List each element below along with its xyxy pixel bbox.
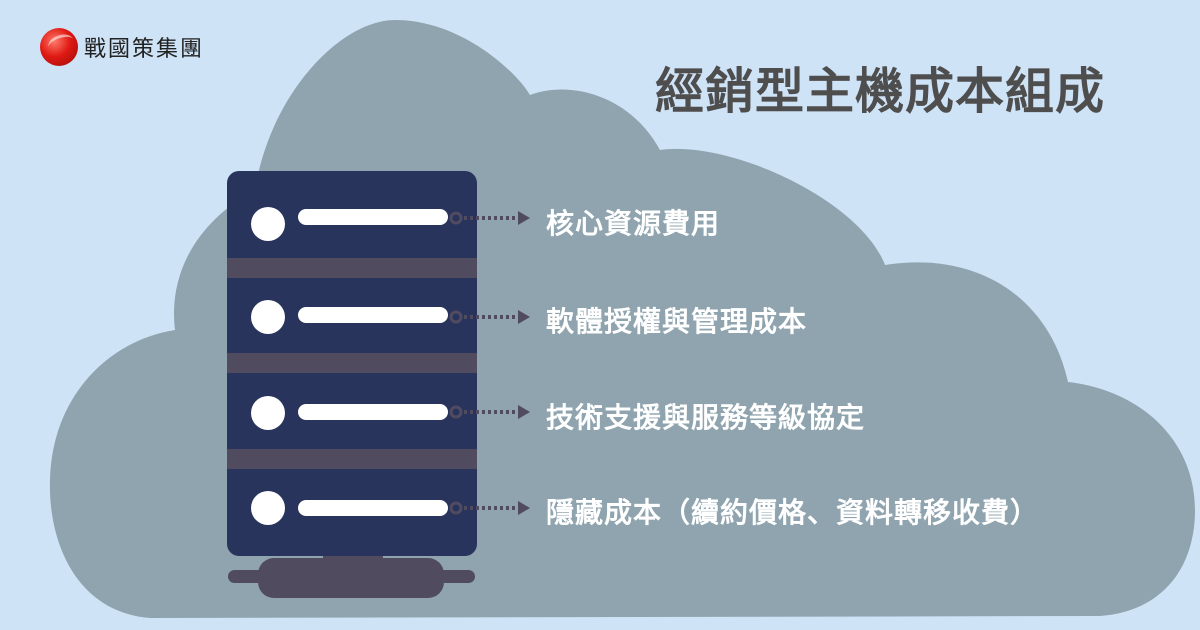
- red-sphere-logo-icon: [40, 28, 78, 66]
- server-divider: [227, 258, 477, 278]
- cost-item-label: 核心資源費用: [546, 207, 721, 240]
- dotted-arrow-icon: [449, 310, 530, 324]
- page-title: 經銷型主機成本組成: [655, 63, 1106, 120]
- server-drive-slot: [298, 307, 448, 323]
- cost-item-label: 技術支援與服務等級協定: [546, 401, 866, 434]
- server-drive-slot: [298, 209, 448, 225]
- dotted-arrow-icon: [449, 501, 530, 515]
- dotted-arrow-icon: [449, 405, 530, 419]
- brand-logo: 戰國策集團: [40, 28, 204, 66]
- server-led-icon: [251, 207, 285, 241]
- server-drive-slot: [298, 500, 448, 516]
- cost-item-label: 軟體授權與管理成本: [546, 305, 808, 338]
- brand-name: 戰國策集團: [84, 37, 205, 62]
- dotted-arrow-icon: [449, 211, 530, 225]
- server-divider: [227, 449, 477, 469]
- server-illustration: [227, 171, 477, 556]
- server-stand-base: [258, 558, 444, 598]
- server-led-icon: [251, 300, 285, 334]
- cost-item-label: 隱藏成本（續約價格、資料轉移收費）: [546, 496, 1040, 529]
- server-drive-slot: [298, 404, 448, 420]
- server-led-icon: [251, 396, 285, 430]
- server-led-icon: [251, 491, 285, 525]
- server-divider: [227, 353, 477, 373]
